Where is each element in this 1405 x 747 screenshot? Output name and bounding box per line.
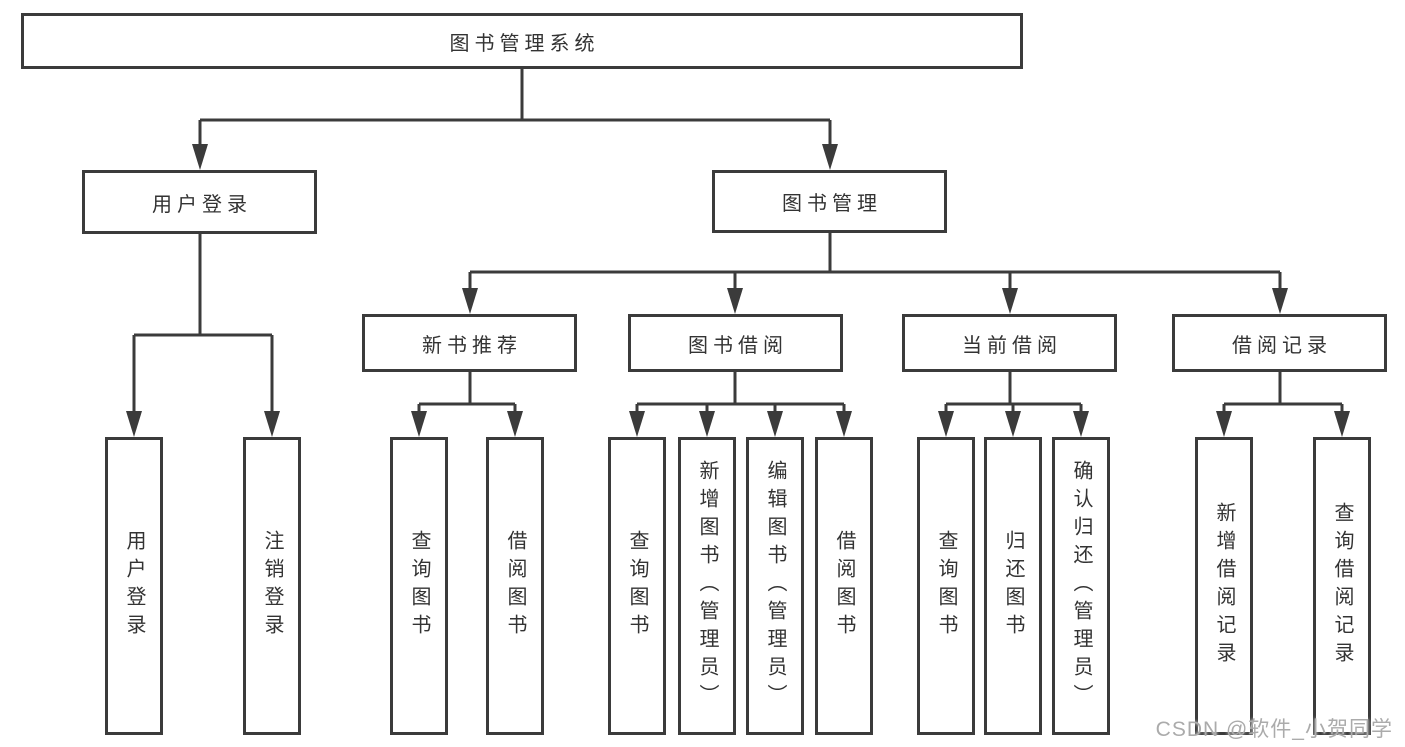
arrowhead	[836, 411, 852, 437]
arrowhead	[1002, 288, 1018, 314]
node-label: 借阅图书	[504, 530, 526, 642]
leaf-add-borrow-record: 新增借阅记录	[1195, 437, 1253, 735]
node-label: 新增图书（管理员）	[696, 460, 718, 712]
node-label: 图书管理	[782, 193, 882, 215]
node-label: 编辑图书（管理员）	[764, 460, 786, 712]
arrowhead	[1005, 411, 1021, 437]
leaf-query-books-current: 查询图书	[917, 437, 975, 735]
connector-login-to-leaves	[132, 234, 274, 417]
csdn-watermark: CSDN @软件_小贺同学	[1155, 718, 1393, 741]
node-library-management-system: 图书管理系统	[21, 13, 1023, 69]
connector-root-to-level2	[198, 69, 832, 150]
leaf-borrow-books: 借阅图书	[815, 437, 873, 735]
node-label: 确认归还（管理员）	[1070, 460, 1092, 712]
leaf-return-books: 归还图书	[984, 437, 1042, 735]
node-user-login: 用户登录	[82, 170, 317, 234]
arrowhead	[629, 411, 645, 437]
leaf-query-borrow-record: 查询借阅记录	[1313, 437, 1371, 735]
connector-manage-to-level3	[468, 233, 1282, 294]
connector-records-to-leaves	[1222, 372, 1344, 417]
arrowhead	[462, 288, 478, 314]
connector-current-to-leaves	[944, 372, 1083, 417]
arrowhead	[727, 288, 743, 314]
node-label: 用户登录	[123, 530, 145, 642]
arrowheads	[126, 144, 1350, 437]
leaf-logout-login: 注销登录	[243, 437, 301, 735]
node-label: 当前借阅	[962, 334, 1062, 357]
leaf-query-books-borrow: 查询图书	[608, 437, 666, 735]
node-label: 注销登录	[261, 530, 283, 642]
node-borrowing-records: 借阅记录	[1172, 314, 1387, 372]
arrowhead	[192, 144, 208, 170]
connector-recommend-to-leaves	[417, 372, 517, 417]
node-current-borrowing: 当前借阅	[902, 314, 1117, 372]
node-book-management: 图书管理	[712, 170, 947, 233]
leaf-confirm-return-admin: 确认归还（管理员）	[1052, 437, 1110, 735]
node-label: 借阅图书	[833, 530, 855, 642]
node-label: 归还图书	[1002, 530, 1024, 642]
arrowhead	[1073, 411, 1089, 437]
leaf-borrow-books-recommend: 借阅图书	[486, 437, 544, 735]
node-label: 查询图书	[408, 530, 430, 642]
node-label: 新书推荐	[422, 334, 522, 357]
node-label: 查询图书	[935, 530, 957, 642]
node-new-book-recommendation: 新书推荐	[362, 314, 577, 372]
arrowhead	[1334, 411, 1350, 437]
connector-borrow-to-leaves	[635, 372, 846, 417]
arrowhead	[126, 411, 142, 437]
leaf-add-books-admin: 新增图书（管理员）	[678, 437, 736, 735]
node-book-borrowing: 图书借阅	[628, 314, 843, 372]
node-label: 图书管理系统	[449, 32, 600, 55]
arrowhead	[507, 411, 523, 437]
arrowhead	[1272, 288, 1288, 314]
node-label: 查询借阅记录	[1331, 502, 1353, 670]
node-label: 查询图书	[626, 530, 648, 642]
arrowhead	[411, 411, 427, 437]
arrowhead	[1216, 411, 1232, 437]
node-label: 图书借阅	[688, 334, 788, 357]
leaf-query-books-recommend: 查询图书	[390, 437, 448, 735]
leaf-edit-books-admin: 编辑图书（管理员）	[746, 437, 804, 735]
arrowhead	[822, 144, 838, 170]
arrowhead	[264, 411, 280, 437]
leaf-user-login: 用户登录	[105, 437, 163, 735]
node-label: 新增借阅记录	[1213, 502, 1235, 670]
arrowhead	[938, 411, 954, 437]
node-label: 借阅记录	[1232, 334, 1332, 357]
arrowhead	[767, 411, 783, 437]
arrowhead	[699, 411, 715, 437]
node-label: 用户登录	[152, 193, 252, 216]
